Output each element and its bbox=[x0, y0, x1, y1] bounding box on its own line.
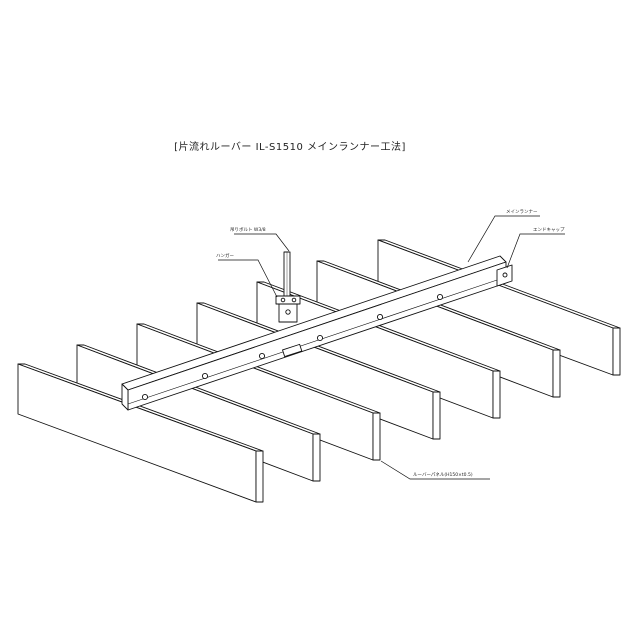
leader-line bbox=[234, 233, 290, 252]
hanger bbox=[275, 295, 301, 323]
leader-line bbox=[467, 215, 540, 263]
label-hanger: ハンガー bbox=[216, 252, 234, 259]
louver-panel bbox=[196, 302, 441, 440]
leader-line bbox=[506, 233, 565, 269]
label-louver-panel: ルーバーパネル(H150×t0.5) bbox=[413, 472, 473, 478]
label-end-cap: エンドキャップ bbox=[533, 227, 565, 233]
main-runner bbox=[121, 255, 507, 411]
end-cap bbox=[496, 264, 513, 287]
label-hanger-bolt: 吊りボルト W3/8 bbox=[230, 226, 266, 233]
joint-plate bbox=[282, 343, 303, 358]
diagram-title: [片流れルーバー IL-S1510 メインランナー工法] bbox=[174, 142, 406, 153]
label-main-runner: メインランナー bbox=[506, 209, 538, 215]
leader-line bbox=[380, 460, 490, 480]
hanger-bolt bbox=[283, 251, 291, 299]
louver-panel bbox=[256, 281, 501, 419]
leader-line bbox=[218, 259, 278, 298]
louver-panel bbox=[136, 323, 381, 461]
louver-panel bbox=[17, 363, 264, 503]
